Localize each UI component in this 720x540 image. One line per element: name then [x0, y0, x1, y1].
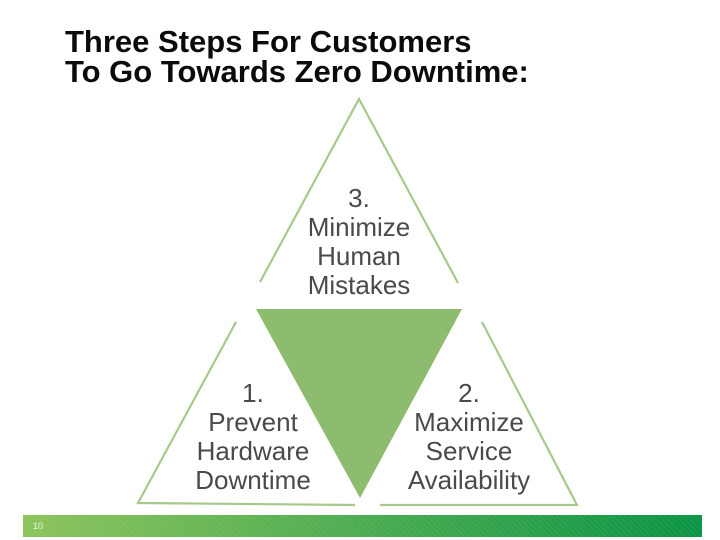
- step-2-line1: Maximize: [414, 407, 524, 437]
- outer-triangle-bottom-right-outline: [380, 321, 579, 507]
- step-3-line3: Mistakes: [307, 270, 411, 300]
- step-2-number: 2.: [458, 378, 480, 408]
- footer-gradient-bar: 10: [23, 515, 702, 537]
- step-3-line1: Minimize: [307, 212, 411, 242]
- step-1-line2: Hardware: [196, 436, 310, 466]
- step-1-number: 1.: [242, 378, 264, 408]
- outer-triangle-top-outline: [259, 96, 459, 284]
- slide-title-line2: To Go Towards Zero Downtime:: [65, 54, 529, 89]
- step-3-line2: Human: [317, 241, 401, 271]
- slide-title-line1: Three Steps For Customers: [65, 24, 472, 59]
- step-2-line3: Availability: [407, 465, 531, 495]
- step-1-label: 1. Prevent Hardware Downtime: [153, 379, 353, 495]
- step-2-line2: Service: [425, 436, 513, 466]
- outer-triangle-bottom-left-outline: [136, 321, 356, 507]
- center-inverted-triangle: [256, 309, 462, 498]
- page-number: 10: [33, 521, 44, 531]
- step-3-label: 3. Minimize Human Mistakes: [259, 184, 459, 300]
- step-1-line1: Prevent: [208, 407, 298, 437]
- slide-title: Three Steps For Customers To Go Towards …: [65, 24, 529, 89]
- step-1-line3: Downtime: [195, 465, 311, 495]
- step-3-number: 3.: [348, 183, 370, 213]
- step-2-label: 2. Maximize Service Availability: [369, 379, 569, 495]
